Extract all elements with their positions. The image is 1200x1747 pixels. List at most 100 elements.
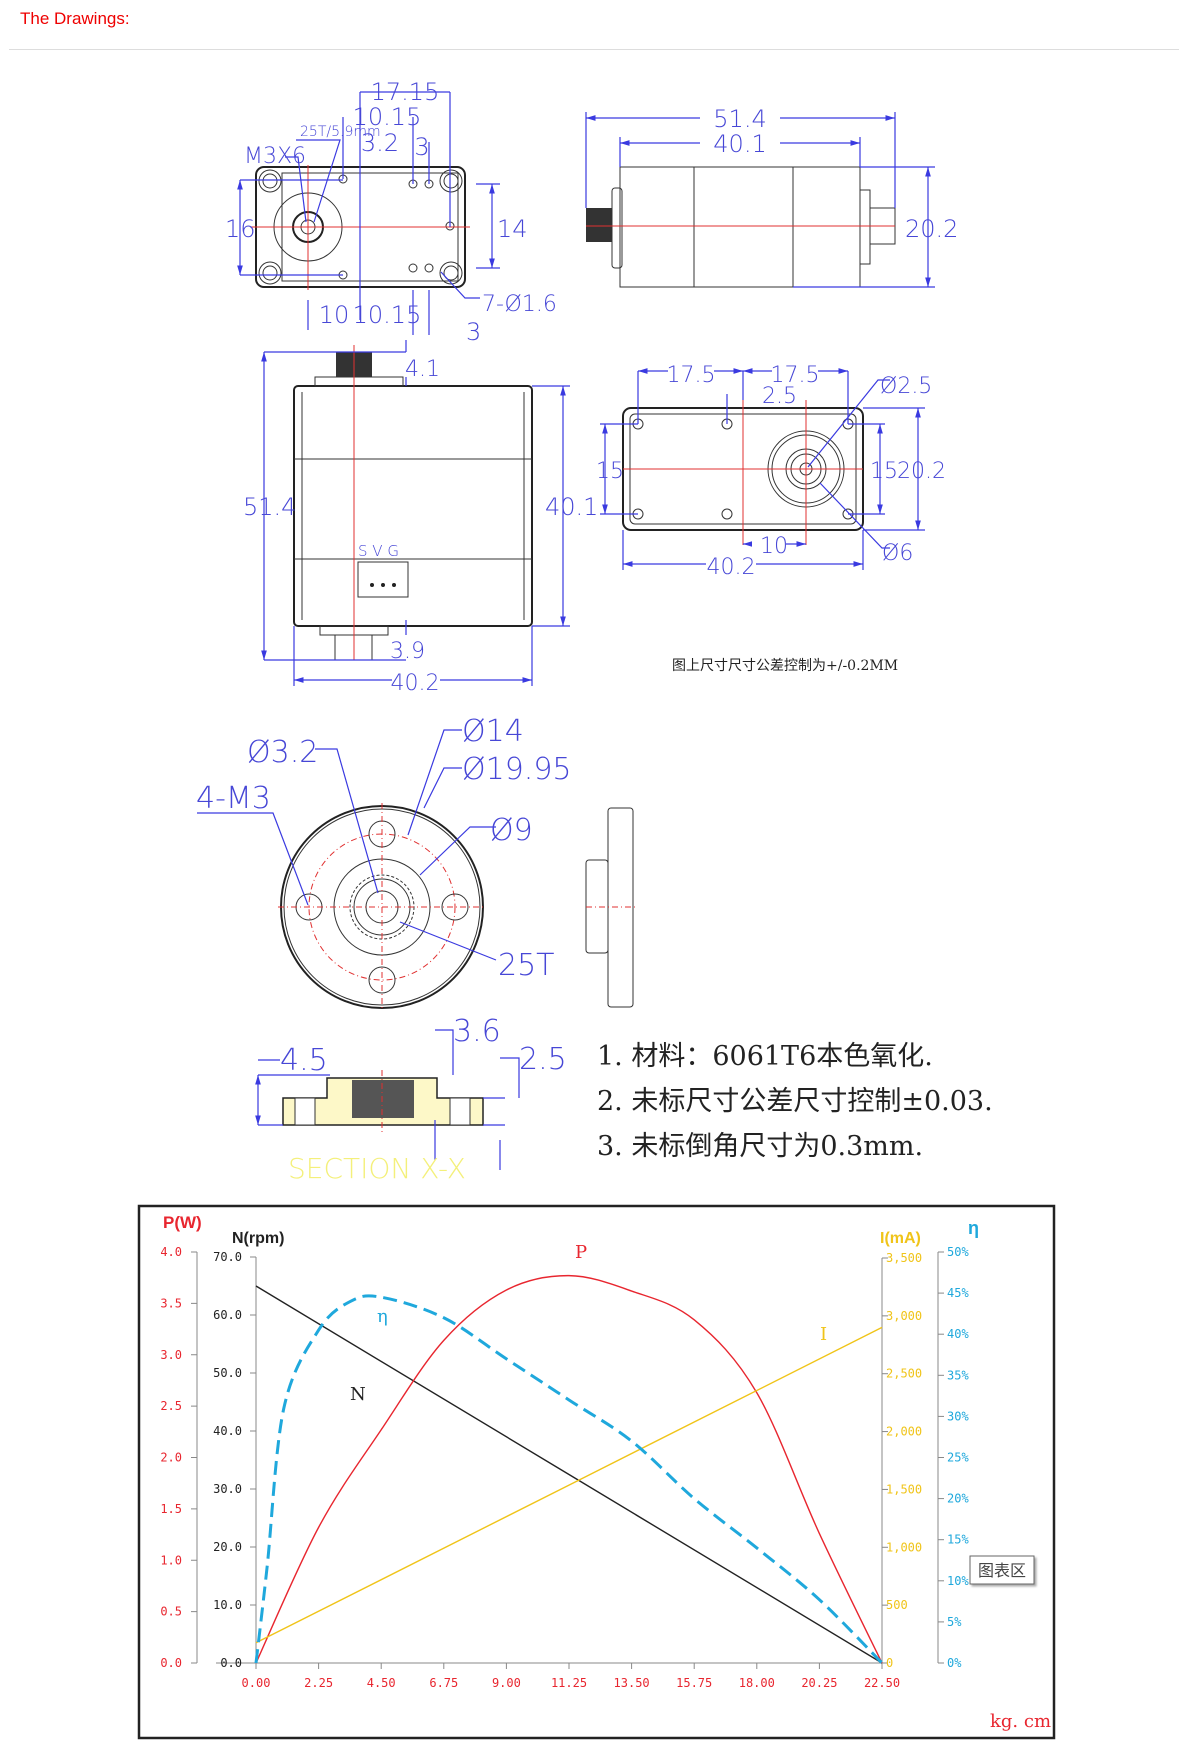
connector-pins-label: S V G xyxy=(358,542,399,560)
y-tick-label-eta: 0% xyxy=(947,1656,962,1670)
x-tick-label: 13.50 xyxy=(614,1676,650,1690)
dim-phi-2-5: Ø2.5 xyxy=(880,374,932,399)
dim-2-5-section: 2.5 xyxy=(519,1042,567,1077)
section-label: SECTION X-X xyxy=(288,1152,466,1185)
dim-51-4: 51.4 xyxy=(713,105,766,133)
y-tick-label-eta: 30% xyxy=(947,1409,969,1423)
dim-17-15: 17.15 xyxy=(371,78,440,106)
chart-area-tooltip: 图表区 xyxy=(969,1555,1035,1585)
y-tick-label-p: 3.5 xyxy=(160,1296,182,1310)
dim-15-left: 15 xyxy=(596,459,624,484)
y-tick-label-i: 3,000 xyxy=(886,1309,922,1323)
y-tick-label-i: 500 xyxy=(886,1598,908,1612)
dim-2-5: 2.5 xyxy=(762,384,797,409)
dim-3-bot: 3 xyxy=(466,318,481,346)
p-axis-title: P(W) xyxy=(163,1213,202,1232)
series-line-p xyxy=(255,1274,883,1664)
section-title: The Drawings: xyxy=(20,9,130,28)
note-2: 2. 未标尺寸公差尺寸控制±0.03. xyxy=(597,1086,993,1117)
servo-horn-view: Ø3.2 Ø14 Ø19.95 4-M3 Ø9 25T xyxy=(196,714,635,1011)
x-tick-label: 11.25 xyxy=(551,1676,587,1690)
dim-40-2-front: 40.2 xyxy=(391,671,440,696)
holes-4-m3: 4-M3 xyxy=(196,781,271,816)
dim-4-1: 4.1 xyxy=(405,357,440,382)
y-tick-label-eta: 5% xyxy=(947,1615,962,1629)
y-tick-label-eta: 20% xyxy=(947,1492,969,1506)
y-tick-label-n: 60.0 xyxy=(213,1308,242,1322)
y-tick-label-n: 70.0 xyxy=(213,1250,242,1264)
performance-chart: P(W) N(rpm) I(mA) η kg. cm 0.0 0 2.25 4.50 6… xyxy=(137,1204,1056,1740)
dim-40-2-bottom: 40.2 xyxy=(707,555,756,580)
dim-phi-3-2: Ø3.2 xyxy=(247,735,318,770)
dim-3-top: 3 xyxy=(414,133,429,161)
series-line-eta xyxy=(254,1294,884,1665)
y-tick-label-eta: 40% xyxy=(947,1327,969,1341)
x-tick-label: 20.25 xyxy=(801,1676,837,1690)
y-tick-label-i: 1,500 xyxy=(886,1482,922,1496)
dim-3-9: 3.9 xyxy=(390,639,425,664)
dim-16: 16 xyxy=(225,215,256,243)
dim-phi-19-95: Ø19.95 xyxy=(462,752,572,787)
dim-20-2: 20.2 xyxy=(905,215,958,243)
y-tick-label-p: 3.0 xyxy=(160,1348,182,1362)
dim-10: 10 xyxy=(319,301,350,329)
y-tick-label-eta: 50% xyxy=(947,1245,969,1259)
dim-10-15-top: 10.15 xyxy=(353,103,422,131)
divider xyxy=(9,49,1179,50)
dim-51-4-front: 51.4 xyxy=(243,493,296,521)
dim-17-5-right: 17.5 xyxy=(771,363,820,388)
x-tick-label: 6.75 xyxy=(429,1676,458,1690)
y-tick-label-eta: 10% xyxy=(947,1574,969,1588)
horn-spline-25t: 25T xyxy=(498,948,555,983)
y-tick-label-n: 20.0 xyxy=(213,1540,242,1554)
series-label-eta: η xyxy=(377,1306,388,1327)
dim-4-5: 4.5 xyxy=(280,1043,328,1078)
y-tick-label-i: 2,500 xyxy=(886,1367,922,1381)
x-tick-label: 22.50 xyxy=(864,1676,900,1690)
dim-10-bottom: 10 xyxy=(760,534,788,559)
y-tick-label-p: 4.0 xyxy=(160,1245,182,1259)
x-axis-title: kg. cm xyxy=(990,1711,1051,1732)
x-tick-label: 4.50 xyxy=(367,1676,396,1690)
note-3: 3. 未标倒角尺寸为0.3mm. xyxy=(597,1131,923,1162)
n-axis-title: N(rpm) xyxy=(232,1230,284,1247)
series-line-i xyxy=(255,1326,883,1644)
dim-14: 14 xyxy=(497,215,528,243)
bottom-view: 17.5 17.5 2.5 Ø2.5 15 15 20.2 10 40.2 Ø6… xyxy=(596,363,946,674)
dim-phi-9: Ø9 xyxy=(490,813,533,848)
y-tick-label-n: 0.0 xyxy=(220,1656,242,1670)
series-line-n xyxy=(255,1285,883,1664)
y-tick-label-i: 2,000 xyxy=(886,1425,922,1439)
holes-label: 7-Ø1.6 xyxy=(482,292,557,317)
y-tick-label-n: 30.0 xyxy=(213,1482,242,1496)
y-tick-label-i: 1,000 xyxy=(886,1540,922,1554)
y-tick-label-p: 1.5 xyxy=(160,1502,182,1516)
eta-axis-title: η xyxy=(968,1218,979,1238)
dim-phi-6: Ø6 xyxy=(882,541,913,566)
series-label-i: I xyxy=(820,1324,827,1345)
y-tick-label-i: 0 xyxy=(886,1656,893,1670)
x-tick-label: 2.25 xyxy=(304,1676,333,1690)
spline-label: 25T/5.9mm xyxy=(300,124,381,140)
x-tick-label: 18.00 xyxy=(739,1676,775,1690)
screw-label: M3X6 xyxy=(244,144,306,169)
dim-phi-14: Ø14 xyxy=(462,714,524,749)
dim-40-1: 40.1 xyxy=(713,130,766,158)
dim-15-right: 15 xyxy=(870,459,898,484)
dim-3-2: 3.2 xyxy=(361,129,399,157)
y-tick-label-i: 3,500 xyxy=(886,1251,922,1265)
y-tick-label-p: 0.0 xyxy=(160,1656,182,1670)
notes: 1. 材料：6061T6本色氧化. 2. 未标尺寸公差尺寸控制±0.03. 3.… xyxy=(597,1041,993,1162)
y-tick-label-eta: 35% xyxy=(947,1368,969,1382)
y-tick-label-p: 2.5 xyxy=(160,1399,182,1413)
section-view: 4.5 3.6 2.5 SECTION X-X xyxy=(255,1014,567,1185)
i-axis-title: I(mA) xyxy=(880,1230,921,1247)
dim-40-1-front: 40.1 xyxy=(545,493,598,521)
y-tick-label-n: 10.0 xyxy=(213,1598,242,1612)
side-view: 51.4 40.1 20.2 xyxy=(585,105,958,288)
x-tick-label: 15.75 xyxy=(676,1676,712,1690)
y-tick-label-p: 2.0 xyxy=(160,1451,182,1465)
y-tick-label-n: 50.0 xyxy=(213,1366,242,1380)
tooltip-text: 图表区 xyxy=(978,1562,1026,1580)
